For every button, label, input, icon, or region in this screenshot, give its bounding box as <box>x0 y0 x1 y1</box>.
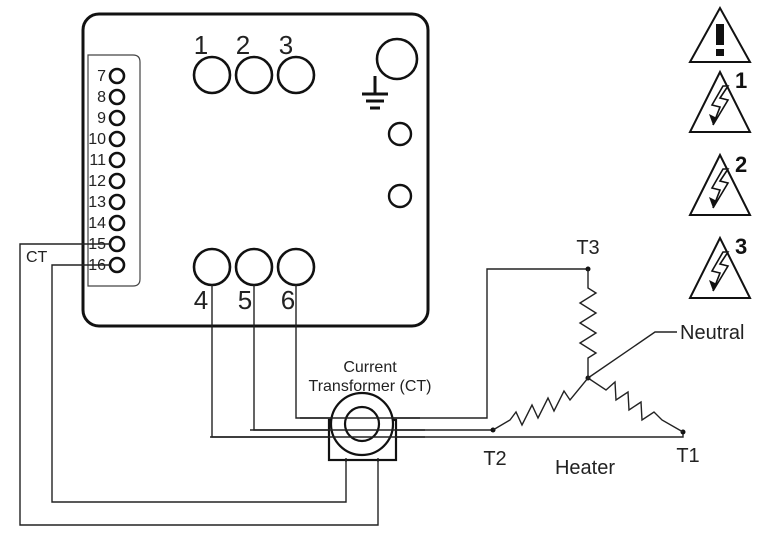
terminal-14-label: 14 <box>88 215 106 232</box>
shock-hazard-number-2: 2 <box>735 152 747 177</box>
terminal-2-label: 2 <box>236 30 250 60</box>
side-terminals: 7 8 9 10 11 12 13 14 15 16 <box>88 67 126 274</box>
terminal-3[interactable] <box>276 55 316 95</box>
ct-label: CT <box>26 249 48 266</box>
shock-hazard-number-3: 3 <box>735 234 747 259</box>
terminal-6[interactable] <box>276 247 316 287</box>
heater-neutral-label: Neutral <box>680 322 744 344</box>
heater-element-t2 <box>492 377 589 431</box>
mounting-hole-lower <box>387 183 413 209</box>
wire-terminal-6-to-t3 <box>295 268 588 419</box>
terminal-5[interactable] <box>234 247 274 287</box>
terminal-6-label: 6 <box>281 285 295 315</box>
terminal-13-label: 13 <box>88 194 106 211</box>
terminal-10-label: 10 <box>88 131 106 148</box>
terminal-9[interactable] <box>108 109 126 127</box>
current-transformer <box>210 391 425 462</box>
terminal-4[interactable] <box>192 247 232 287</box>
terminal-7-label: 7 <box>97 68 106 85</box>
terminal-10[interactable] <box>108 130 126 148</box>
controller-body <box>81 12 430 328</box>
heater-t2-label: T2 <box>483 448 506 470</box>
heater-t3-label: T3 <box>576 237 599 259</box>
heater-element-t1 <box>587 377 684 433</box>
ground-icon <box>362 76 388 110</box>
terminal-12[interactable] <box>108 172 126 190</box>
terminal-1-label: 1 <box>194 30 208 60</box>
ct-title-line2: Transformer (CT) <box>309 378 432 395</box>
terminal-14[interactable] <box>108 214 126 232</box>
side-terminal-strip <box>87 54 141 287</box>
terminal-5-label: 5 <box>238 285 252 315</box>
ct-title-line1: Current <box>343 359 397 376</box>
terminal-11[interactable] <box>108 151 126 169</box>
terminal-8-label: 8 <box>97 89 106 106</box>
neutral-leader <box>587 331 677 379</box>
shock-hazard-icon-2 <box>688 152 752 216</box>
heater-element-t3 <box>578 269 598 378</box>
shock-hazard-number-1: 1 <box>735 68 747 93</box>
ct-wire-inner <box>51 264 347 503</box>
mounting-hole-upper <box>387 121 413 147</box>
terminal-8[interactable] <box>108 88 126 106</box>
terminal-11-label: 11 <box>89 152 106 169</box>
heater-label: Heater <box>555 457 615 479</box>
terminal-16[interactable] <box>108 256 126 274</box>
terminal-7[interactable] <box>108 67 126 85</box>
shock-hazard-icon-3 <box>688 235 752 299</box>
ct-wire-outer <box>19 243 379 526</box>
terminal-2[interactable] <box>234 55 274 95</box>
terminal-15[interactable] <box>108 235 126 253</box>
terminal-3-label: 3 <box>279 30 293 60</box>
caution-icon <box>688 5 752 63</box>
heater-wye <box>490 266 686 435</box>
heater-t1-label: T1 <box>676 445 699 467</box>
ground-terminal[interactable] <box>375 37 419 81</box>
terminal-1[interactable] <box>192 55 232 95</box>
terminal-9-label: 9 <box>97 110 106 127</box>
terminal-4-label: 4 <box>194 285 208 315</box>
terminal-12-label: 12 <box>88 173 106 190</box>
terminal-13[interactable] <box>108 193 126 211</box>
shock-hazard-icon-1 <box>688 69 752 133</box>
